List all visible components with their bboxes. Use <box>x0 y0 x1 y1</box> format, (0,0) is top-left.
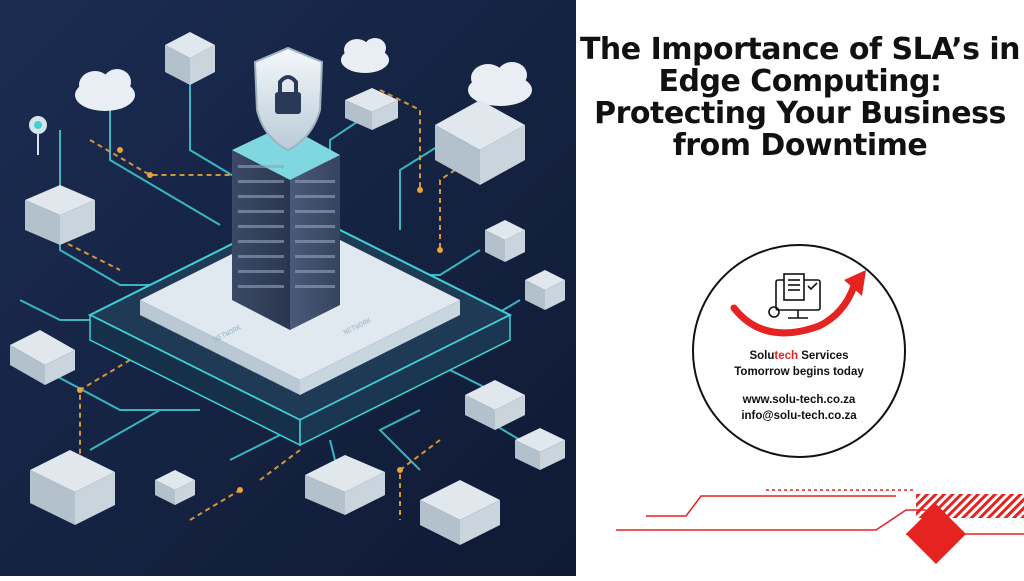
delivery-truck-icon <box>305 455 385 515</box>
title-line-2: Edge Computing: <box>658 64 942 100</box>
brand-name: Solutech Services <box>694 350 904 362</box>
brand-tagline: Tomorrow begins today <box>734 366 864 378</box>
shield-lock-icon <box>253 46 324 152</box>
server-tower <box>232 125 340 330</box>
circuit-nodes <box>77 147 443 493</box>
title-line-1: The Importance of SLA’s in <box>579 32 1021 68</box>
robot-machine <box>165 32 215 85</box>
document-monitor-icon <box>768 273 821 319</box>
location-pin-icon <box>29 116 47 155</box>
cloud-icon <box>75 69 135 111</box>
delivery-truck-icon <box>155 470 195 505</box>
brand-highlight: tech <box>774 350 799 362</box>
illustration-canvas: NETWORK NETWORK <box>0 0 576 576</box>
server-machine <box>25 185 95 245</box>
brand-suffix: Services <box>798 350 849 362</box>
crane-machine <box>515 428 565 470</box>
website-link[interactable]: www.solu-tech.co.za <box>742 394 856 406</box>
cabinet-machine <box>525 270 565 310</box>
title-line-4: from Downtime <box>672 128 928 164</box>
solutech-logo-badge: Solutech Services Tomorrow begins today … <box>692 244 906 458</box>
cloud-icon <box>341 38 389 73</box>
edge-computing-illustration: NETWORK NETWORK <box>0 0 576 576</box>
cloud-icon <box>468 62 532 106</box>
robot-arm <box>485 220 525 262</box>
content-panel: The Importance of SLA’s in Edge Computin… <box>576 0 1024 576</box>
generator-machine <box>420 480 500 545</box>
delivery-truck-icon <box>10 330 75 385</box>
title-line-3: Protecting Your Business <box>594 96 1006 132</box>
pipe-machine <box>465 380 525 430</box>
factory-machine <box>30 450 115 525</box>
control-panel <box>345 88 398 130</box>
brand-prefix: Solu <box>749 350 775 362</box>
email-link[interactable]: info@solu-tech.co.za <box>741 410 857 422</box>
decorative-lines <box>576 470 1024 581</box>
decorative-graphic <box>616 489 1024 564</box>
page-title: The Importance of SLA’s in Edge Computin… <box>576 34 1024 162</box>
growth-arrow-icon <box>730 282 858 337</box>
logo-graphic <box>730 270 866 337</box>
factory-building <box>435 100 525 185</box>
